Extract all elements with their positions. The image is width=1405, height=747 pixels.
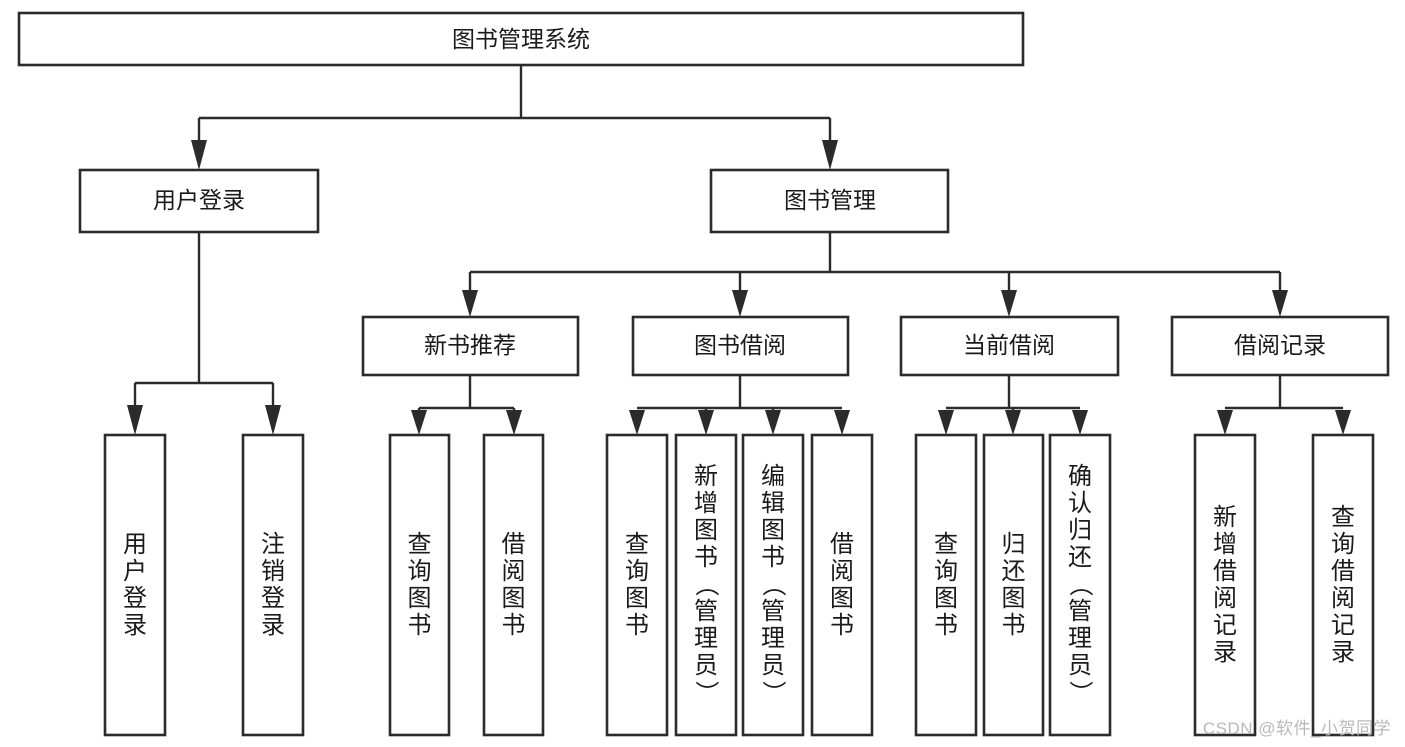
node-root-book-management-system[interactable] [17, 11, 1025, 67]
node-book-borrow[interactable] [631, 315, 850, 377]
node-book-management-label: 图书管理 [784, 187, 876, 213]
arrow-head-newbook [462, 290, 478, 317]
arrow-head-user-login [191, 140, 207, 170]
arrow-head-leaf-login [127, 405, 143, 435]
arrow-head-current-return [1005, 410, 1021, 435]
arrow-head-newbook-borrow [506, 410, 522, 435]
arrow-head-book-mgmt [822, 140, 838, 170]
arrow-head-current [1001, 290, 1017, 317]
arrow-head-borrow [732, 290, 748, 317]
node-leaf-edit-book-admin[interactable] [741, 433, 805, 737]
node-user-login-label: 用户登录 [153, 187, 245, 213]
node-root-label: 图书管理系统 [452, 26, 590, 52]
node-leaf-user-login[interactable] [103, 433, 167, 737]
node-leaf-borrow-book-recommend[interactable] [482, 433, 545, 737]
node-leaf-confirm-return-admin[interactable] [1048, 433, 1112, 737]
arrow-head-borrow-add [698, 410, 714, 435]
arrow-head-leaf-logout [265, 405, 281, 435]
node-borrow-records-label: 借阅记录 [1234, 332, 1326, 358]
node-leaf-add-book-admin[interactable] [674, 433, 738, 737]
arrow-head-records-add [1217, 410, 1233, 435]
node-leaf-query-book-current[interactable] [914, 433, 978, 737]
arrow-head-borrow-lend [834, 410, 850, 435]
node-book-borrow-label: 图书借阅 [694, 332, 786, 358]
node-new-book-recommend[interactable] [361, 315, 580, 377]
arrow-head-current-query [938, 410, 954, 435]
node-leaf-query-book-recommend[interactable] [388, 433, 451, 737]
arrow-head-current-confirm [1072, 410, 1088, 435]
node-leaf-query-borrow-record[interactable] [1311, 433, 1375, 737]
node-borrow-records[interactable] [1170, 315, 1390, 377]
node-leaf-return-book[interactable] [982, 433, 1045, 737]
node-current-borrow-label: 当前借阅 [963, 332, 1055, 358]
node-layer: 图书管理系统 用户登录 图书管理 新书推荐 图书借阅 当前借阅 借阅记录 [17, 11, 1390, 737]
node-leaf-logout[interactable] [241, 433, 305, 737]
node-leaf-query-book-borrow[interactable] [605, 433, 669, 737]
arrow-head-records-query [1335, 410, 1351, 435]
node-leaf-add-borrow-record[interactable] [1193, 433, 1257, 737]
arrow-head-newbook-query [411, 410, 427, 435]
node-user-login[interactable] [78, 168, 320, 234]
arrow-head-records [1272, 290, 1288, 317]
arrow-head-borrow-edit [765, 410, 781, 435]
arrow-head-borrow-query [629, 410, 645, 435]
node-leaf-lend-book[interactable] [810, 433, 874, 737]
node-current-borrow[interactable] [899, 315, 1120, 377]
node-new-book-recommend-label: 新书推荐 [424, 332, 516, 358]
connector-layer [127, 65, 1351, 435]
node-book-management[interactable] [709, 168, 950, 234]
